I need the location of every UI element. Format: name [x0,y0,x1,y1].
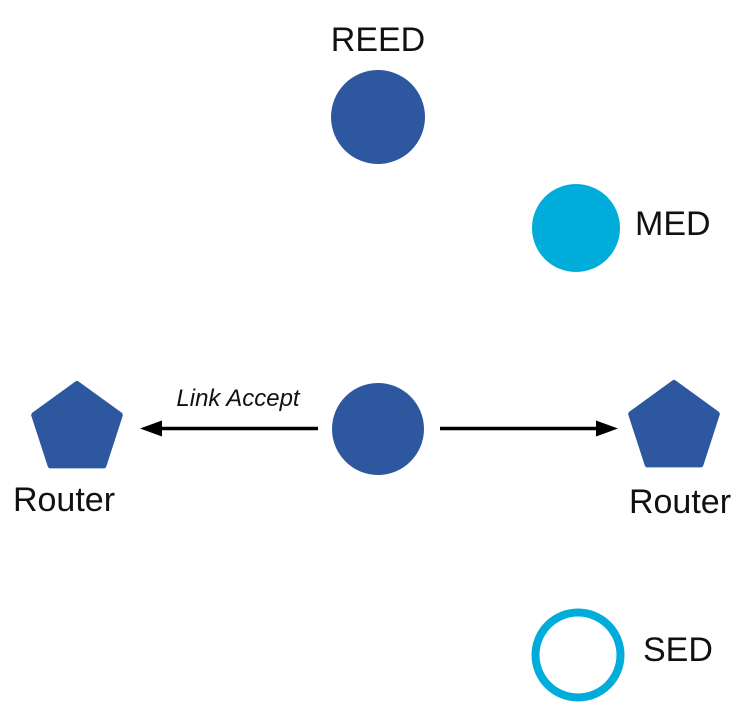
router-left-label: Router [12,481,116,519]
router-left-pentagon [31,381,123,469]
router-right-pentagon [628,380,720,468]
sed-node-ring [531,608,625,702]
reed-label: REED [330,21,426,59]
sed-label: SED [643,631,713,669]
link-accept-edge-label: Link Accept [176,385,300,412]
reed-node-circle [331,70,425,164]
med-label: MED [635,205,711,243]
parent-node-circle [332,383,424,475]
link-accept-arrowhead [140,420,162,437]
med-node-circle [532,184,620,272]
router-right-label: Router [628,483,732,521]
right-link-arrowhead [596,420,618,437]
right-link-arrow [440,420,618,437]
link-accept-arrow [140,420,318,437]
